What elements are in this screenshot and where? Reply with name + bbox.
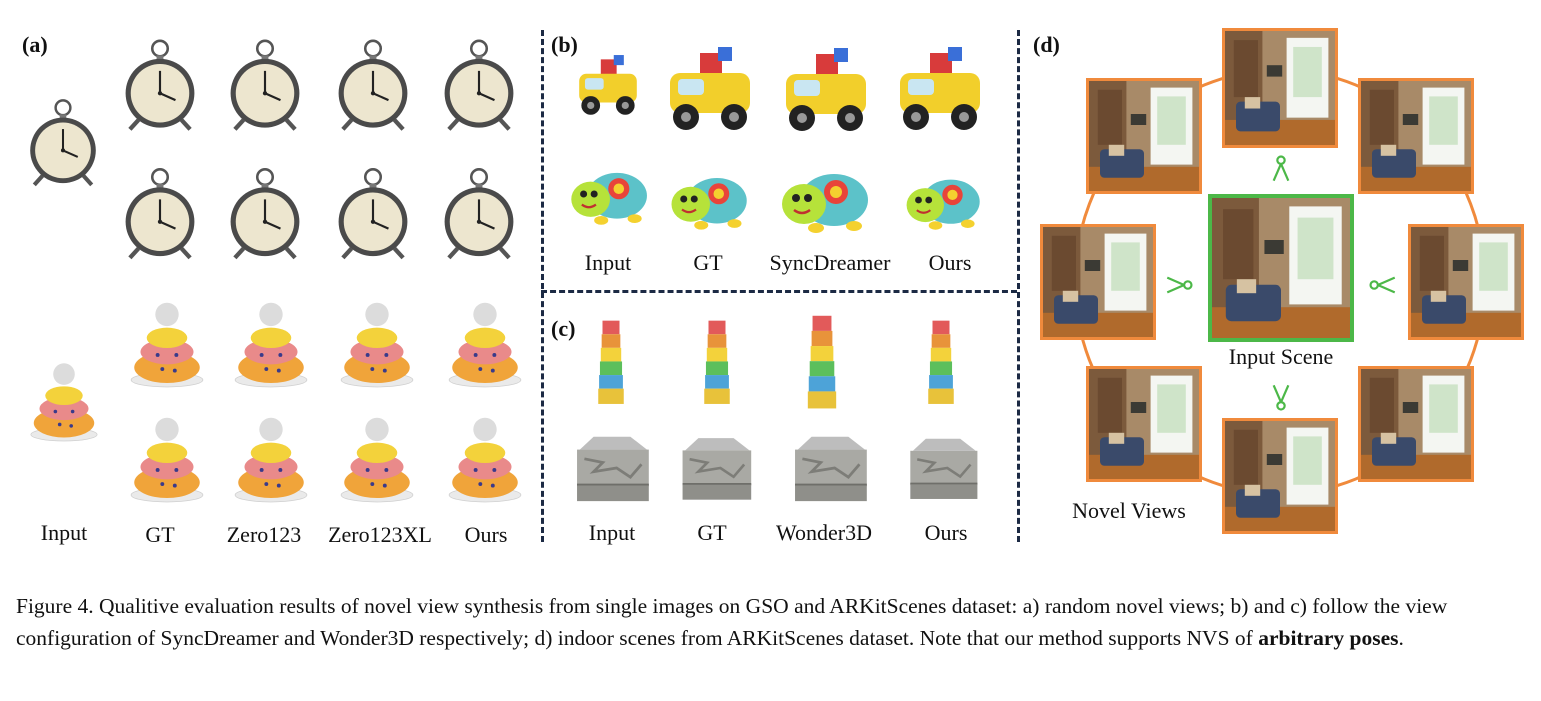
novel-view-right [1408,224,1524,340]
stacker-zero123xl-image-2 [338,405,416,510]
clock-ours-image [436,28,522,143]
bag-input-image [566,430,658,506]
panel-b-col-input: Input [584,250,632,275]
novel-view-bottom [1222,418,1338,534]
clock-gt-image-2 [117,155,203,273]
panel-b-col-syncdreamer: SyncDreamer [769,250,891,275]
novel-view-top [1222,28,1338,148]
clock-zero123-image [222,28,308,143]
clock-ours-image-2 [436,155,522,273]
panel-a-col-input: Input [40,520,88,545]
stacker-ours-image-2 [446,405,524,510]
truck-syncdreamer-image [776,36,876,146]
panel-c-col-gt: GT [697,520,727,545]
panel-b-label: (b) [551,32,578,57]
divider-a-bc [541,30,544,542]
caption-bold: arbitrary poses [1258,626,1399,650]
cups-wonder3d-image [802,312,842,416]
clock-gt-image [117,28,203,143]
clock-zero123xl-image-2 [330,155,416,273]
panel-a-col-zero123: Zero123 [226,522,302,547]
bag-ours-image [900,430,986,506]
input-scene-label: Input Scene [1228,344,1334,369]
panel-a-col-zero123xl: Zero123XL [328,522,432,547]
panel-b-col-gt: GT [693,250,723,275]
stacker-gt-image [128,290,206,395]
panel-a-col-ours: Ours [464,522,508,547]
stacker-zero123-image-2 [232,405,310,510]
turtle-input-image [566,158,654,230]
input-scene-image [1208,194,1354,342]
panel-d-label: (d) [1033,32,1060,57]
panel-c-label: (c) [551,316,576,341]
turtle-syncdreamer-image [774,158,878,238]
cups-ours-image [924,316,958,412]
novel-views-label: Novel Views [1072,498,1186,523]
cups-gt-image [700,316,734,412]
clock-input-image [22,88,104,198]
novel-view-top-left [1086,78,1202,194]
panel-c-col-ours: Ours [924,520,968,545]
clock-zero123-image-2 [222,155,308,273]
stacker-gt-image-2 [128,405,206,510]
panel-a-label: (a) [22,32,48,57]
novel-view-top-right [1358,78,1474,194]
bag-gt-image [672,430,760,506]
turtle-gt-image [662,164,758,234]
novel-view-bottom-right [1358,366,1474,482]
divider-b-c [541,290,1017,293]
panel-b-col-ours: Ours [928,250,972,275]
panel-c-col-input: Input [588,520,636,545]
stacker-zero123-image [232,290,310,395]
panel-c-col-wonder3d: Wonder3D [776,520,872,545]
turtle-ours-image [894,166,994,234]
bag-wonder3d-image [784,430,876,506]
novel-view-bottom-left [1086,366,1202,482]
divider-bc-d [1017,30,1020,542]
caption-text: Figure 4. Qualitive evaluation results o… [16,594,1448,650]
novel-view-left [1040,224,1156,340]
camera-right-icon [1368,274,1398,296]
clock-zero123xl-image [330,28,416,143]
caption-suffix: . [1398,626,1404,650]
camera-top-icon [1270,154,1292,184]
stacker-ours-image [446,290,524,395]
truck-input-image [572,36,644,136]
camera-bottom-icon [1270,382,1292,412]
truck-gt-image [660,40,760,140]
truck-ours-image [890,40,990,140]
panel-a-col-gt: GT [145,522,175,547]
cups-input-image [594,316,628,412]
figure-caption: Figure 4. Qualitive evaluation results o… [16,590,1531,654]
stacker-input-image [28,350,100,450]
stacker-zero123xl-image [338,290,416,395]
camera-left-icon [1164,274,1194,296]
